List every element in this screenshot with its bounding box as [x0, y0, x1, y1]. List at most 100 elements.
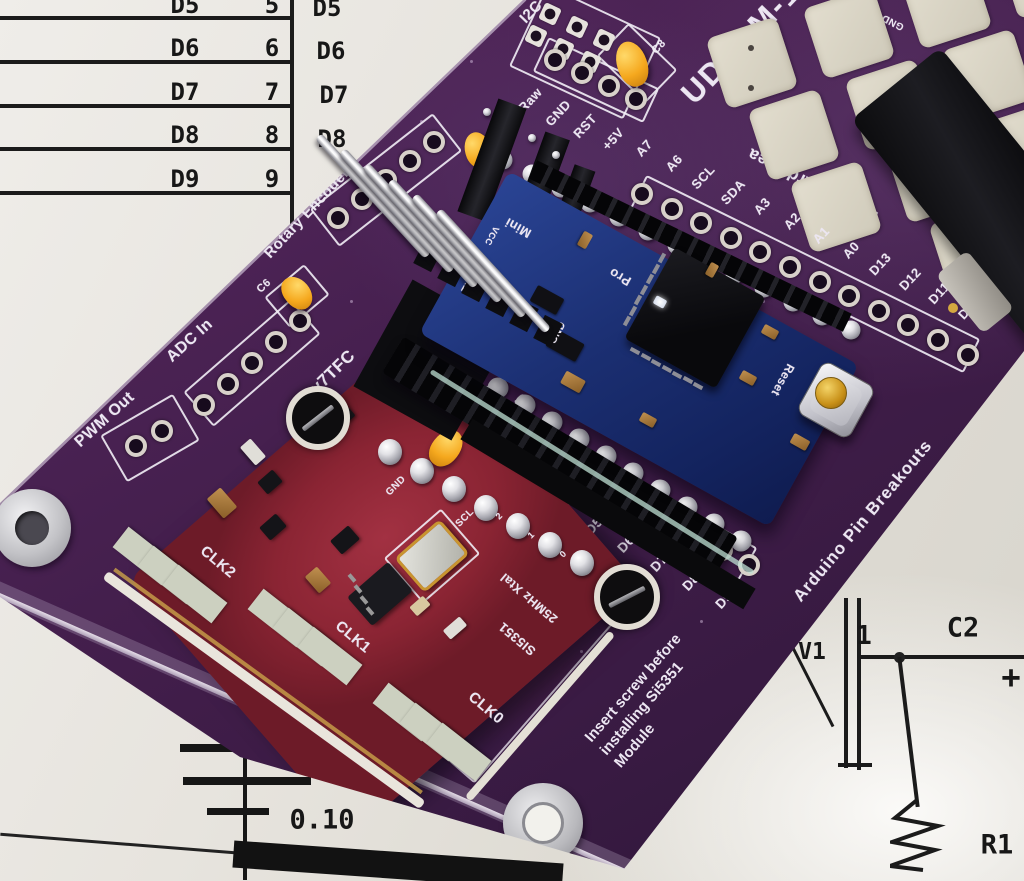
analog-row-hole [956, 343, 979, 366]
table-pin-number: 9 [264, 165, 280, 193]
schematic-label-c2: C2 [946, 612, 980, 644]
mcu-pin [628, 305, 637, 317]
analog-row-hole [631, 183, 653, 205]
arduino-smd [638, 411, 658, 429]
power-row-hole [571, 62, 593, 84]
analog-row-hole [808, 270, 831, 293]
mcu-pin [622, 316, 631, 327]
mcu-pin [682, 376, 694, 385]
module-solder-bump [378, 439, 402, 465]
dust-speck [880, 608, 883, 611]
mcu-pin [634, 295, 643, 306]
adc-hole [241, 352, 263, 374]
module-solder-bump [506, 513, 530, 539]
mcu-pin [640, 352, 652, 362]
ground-symbol-bar [207, 808, 269, 815]
paper-thin-line [0, 832, 235, 855]
pad-drill-dot [748, 45, 754, 51]
analog-row-hole [660, 197, 683, 220]
mcu-pin [645, 274, 655, 285]
wire-label: D7 [319, 81, 349, 109]
module-solder-bump [538, 531, 562, 558]
module-solder-bump [442, 476, 466, 502]
schematic-label-node1: 1 [856, 621, 872, 651]
table-line [0, 104, 292, 108]
table-line [0, 60, 292, 64]
schematic-label-cap-value: 0.10 [289, 804, 355, 836]
schematic-wire [857, 598, 861, 770]
dust-speck [350, 300, 353, 303]
arduino-smd [760, 323, 780, 341]
power-row-hole [625, 88, 647, 110]
mcu-pin [657, 253, 666, 264]
dust-speck [580, 650, 583, 653]
analog-row-hole [867, 299, 890, 322]
analog-row-hole [749, 241, 772, 264]
schematic-wire [858, 655, 1024, 659]
analog-row-hole [838, 285, 861, 308]
arduino-smd [738, 369, 758, 387]
schematic-wire [844, 598, 848, 768]
reset-button-gold [815, 377, 847, 409]
schematic-label-r1: R1 [980, 829, 1014, 861]
pin-glint [528, 134, 536, 142]
table-line [0, 147, 292, 151]
table-pin-label: D9 [170, 165, 200, 193]
pin-glint [483, 108, 491, 116]
paper-black-bar [232, 840, 564, 881]
schematic-label-v1: V1 [798, 639, 826, 665]
table-line [0, 191, 292, 195]
table-pin-number: 7 [264, 78, 280, 106]
schematic-wire [838, 763, 872, 767]
dust-speck [470, 60, 473, 63]
table-pin-label: D7 [170, 78, 200, 106]
analog-row-hole [897, 314, 920, 337]
arduino-smd [559, 370, 587, 394]
dust-speck [920, 520, 923, 523]
mcu-pin [651, 263, 661, 275]
mcu-pin [661, 364, 673, 373]
module-solder-bump [570, 550, 594, 576]
mcu-pin [672, 370, 683, 379]
arduino-smd [789, 432, 811, 452]
power-row-hole [544, 49, 566, 71]
table-pin-number: 5 [264, 0, 280, 19]
pad-drill-dot [748, 85, 754, 91]
table-pin-number: 8 [264, 121, 280, 149]
mcu-pin [693, 382, 704, 391]
table-line [0, 16, 292, 20]
adc-hole [289, 310, 311, 332]
solder-joint [841, 320, 861, 340]
table-pin-label: D5 [170, 0, 200, 19]
mount-hole-left-bore [15, 511, 49, 545]
pin-glint [552, 151, 560, 159]
wire-label: D5 [312, 0, 342, 22]
analog-row-hole [719, 226, 742, 249]
power-row-hole [598, 75, 620, 97]
adc-hole [193, 394, 215, 416]
schematic-label-plus: + [1001, 658, 1021, 696]
module-solder-bump [410, 457, 434, 484]
wire-label: D8 [317, 125, 347, 153]
table-pin-label: D8 [170, 121, 200, 149]
analog-row-hole [690, 212, 713, 235]
schematic-wire-diag [897, 656, 920, 808]
capacitor-edge [0, 433, 23, 471]
adc-hole [217, 373, 239, 395]
arduino-smd [576, 230, 594, 250]
module-solder-bump [474, 494, 498, 521]
table-pin-number: 6 [264, 34, 280, 62]
wire-label: D6 [316, 37, 346, 65]
mcu-pin [640, 284, 649, 296]
adc-hole [265, 331, 287, 353]
analog-row-hole [779, 256, 801, 278]
ground-symbol-bar [183, 777, 311, 785]
dust-speck [420, 120, 423, 123]
pwm-hole [125, 435, 147, 457]
table-pin-label: D6 [170, 34, 200, 62]
mcu-pin [630, 347, 641, 356]
